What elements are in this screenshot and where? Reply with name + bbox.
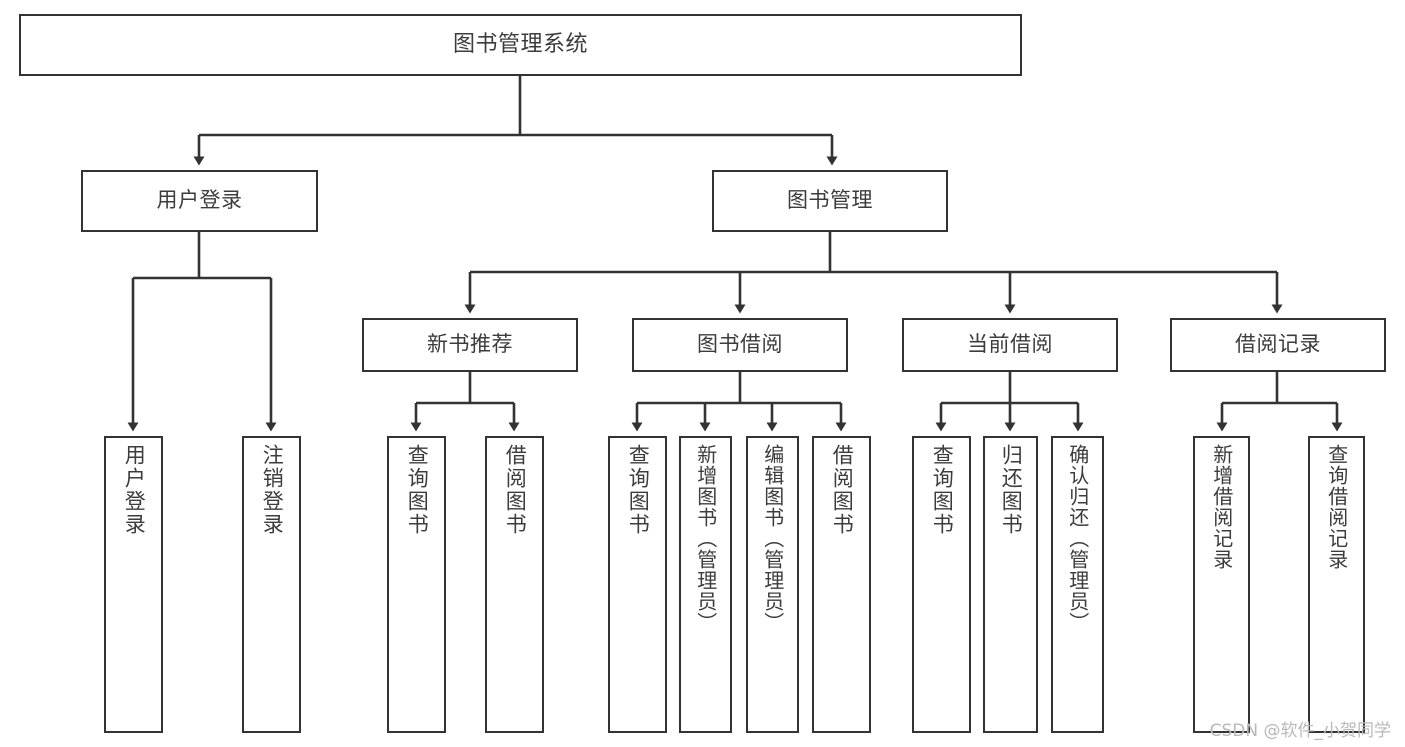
node-label: 查询借阅记录 — [1324, 444, 1349, 570]
node-label: 图书借阅 — [697, 332, 783, 357]
node-root-library-system[interactable]: 图书管理系统 — [19, 14, 1022, 76]
node-label: 确认归还（管理员） — [1065, 444, 1090, 633]
leaf-book-borrow-add-book-admin[interactable]: 新增图书（管理员） — [679, 436, 732, 733]
node-label: 查询图书 — [930, 444, 955, 536]
leaf-current-borrow-return-book[interactable]: 归还图书 — [983, 436, 1038, 733]
node-label: 归还图书 — [999, 444, 1024, 536]
node-label: 借阅图书 — [503, 444, 528, 536]
node-label: 借阅图书 — [830, 444, 855, 536]
node-label: 查询图书 — [626, 444, 651, 536]
node-label: 新书推荐 — [427, 332, 513, 357]
node-label: 用户登录 — [122, 444, 147, 536]
leaf-current-borrow-confirm-return-admin[interactable]: 确认归还（管理员） — [1051, 436, 1104, 733]
csdn-watermark: CSDN @软件_小贺同学 — [1209, 721, 1391, 741]
leaf-current-borrow-query-book[interactable]: 查询图书 — [912, 436, 971, 733]
node-label: 新增借阅记录 — [1209, 444, 1234, 570]
node-user-login[interactable]: 用户登录 — [81, 170, 318, 232]
node-label: 图书管理系统 — [452, 31, 588, 57]
node-current-borrow[interactable]: 当前借阅 — [902, 318, 1118, 372]
node-label: 新增图书（管理员） — [693, 444, 718, 633]
node-label: 查询图书 — [405, 444, 430, 536]
leaf-book-borrow-query-book[interactable]: 查询图书 — [608, 436, 667, 733]
node-borrow-record[interactable]: 借阅记录 — [1170, 318, 1386, 372]
node-book-management[interactable]: 图书管理 — [712, 170, 948, 232]
node-new-book-recommend[interactable]: 新书推荐 — [362, 318, 578, 372]
node-label: 用户登录 — [156, 188, 243, 213]
leaf-book-borrow-borrow-book[interactable]: 借阅图书 — [812, 436, 871, 733]
leaf-new-book-query-book[interactable]: 查询图书 — [387, 436, 446, 733]
node-label: 编辑图书（管理员） — [760, 444, 785, 633]
leaf-new-book-borrow-book[interactable]: 借阅图书 — [485, 436, 544, 733]
leaf-borrow-record-query-record[interactable]: 查询借阅记录 — [1308, 436, 1365, 733]
node-book-borrow[interactable]: 图书借阅 — [632, 318, 848, 372]
leaf-borrow-record-add-record[interactable]: 新增借阅记录 — [1193, 436, 1250, 733]
leaf-user-login-logout[interactable]: 注销登录 — [242, 436, 301, 733]
leaf-book-borrow-edit-book-admin[interactable]: 编辑图书（管理员） — [746, 436, 799, 733]
node-label: 借阅记录 — [1235, 332, 1321, 357]
node-label: 注销登录 — [260, 444, 285, 536]
node-label: 当前借阅 — [967, 332, 1053, 357]
node-label: 图书管理 — [787, 188, 873, 213]
leaf-user-login-login[interactable]: 用户登录 — [104, 436, 163, 733]
